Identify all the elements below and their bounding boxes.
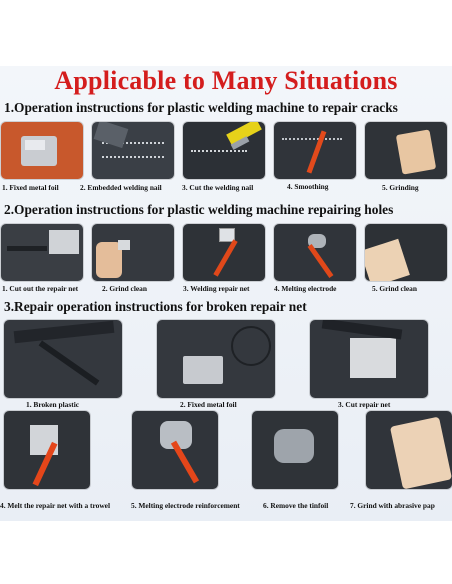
- step-caption-3-6: 6. Remove the tinfoil: [263, 501, 329, 510]
- step-caption-1-5: 5. Grinding: [382, 183, 419, 192]
- step-caption-3-7: 7. Grind with abrasive pap: [350, 501, 435, 510]
- step-photo-2-2: [92, 224, 174, 281]
- step-caption-1-2: 2. Embedded welding nail: [80, 183, 162, 192]
- step-photo-3-2: [157, 320, 275, 398]
- step-caption-2-3: 3. Welding repair net: [183, 284, 250, 293]
- step-photo-3-6: [252, 411, 338, 489]
- step-photo-1-2: [92, 122, 174, 179]
- step-photo-3-4: [4, 411, 90, 489]
- step-caption-1-4: 4. Smoothing: [287, 182, 329, 191]
- step-caption-3-2: 2. Fixed metal foil: [180, 400, 237, 409]
- step-caption-1-1: 1. Fixed metal foil: [2, 183, 59, 192]
- step-caption-2-4: 4. Melting electrode: [274, 284, 337, 293]
- step-photo-3-5: [132, 411, 218, 489]
- step-photo-2-1: [1, 224, 83, 281]
- section-1-heading: 1.Operation instructions for plastic wel…: [4, 100, 398, 115]
- step-caption-3-3: 3. Cut repair net: [338, 400, 391, 409]
- step-photo-2-3: [183, 224, 265, 281]
- step-caption-2-5: 5. Grind clean: [372, 284, 417, 293]
- step-caption-2-2: 2. Grind clean: [102, 284, 147, 293]
- step-photo-1-1: [1, 122, 83, 179]
- page-title: Applicable to Many Situations: [54, 66, 398, 95]
- step-caption-2-1: 1. Cut out the repair net: [2, 284, 79, 293]
- step-photo-3-7: [366, 411, 452, 489]
- step-photo-1-3: [183, 122, 265, 179]
- step-photo-3-3: [310, 320, 428, 398]
- step-photo-2-5: [365, 224, 447, 281]
- step-photo-1-5: [365, 122, 447, 179]
- step-caption-3-4: 4. Melt the repair net with a trowel: [0, 501, 111, 510]
- step-photo-3-1: [4, 320, 122, 398]
- step-photo-2-4: [274, 224, 356, 281]
- step-caption-3-1: 1. Broken plastic: [26, 400, 80, 409]
- section-2-heading: 2.Operation instructions for plastic wel…: [4, 202, 394, 217]
- step-caption-1-3: 3. Cut the welding nail: [182, 183, 254, 192]
- step-photo-1-4: [274, 122, 356, 179]
- section-3-heading: 3.Repair operation instructions for brok…: [4, 299, 307, 314]
- step-caption-3-5: 5. Melting electrode reinforcement: [131, 501, 240, 510]
